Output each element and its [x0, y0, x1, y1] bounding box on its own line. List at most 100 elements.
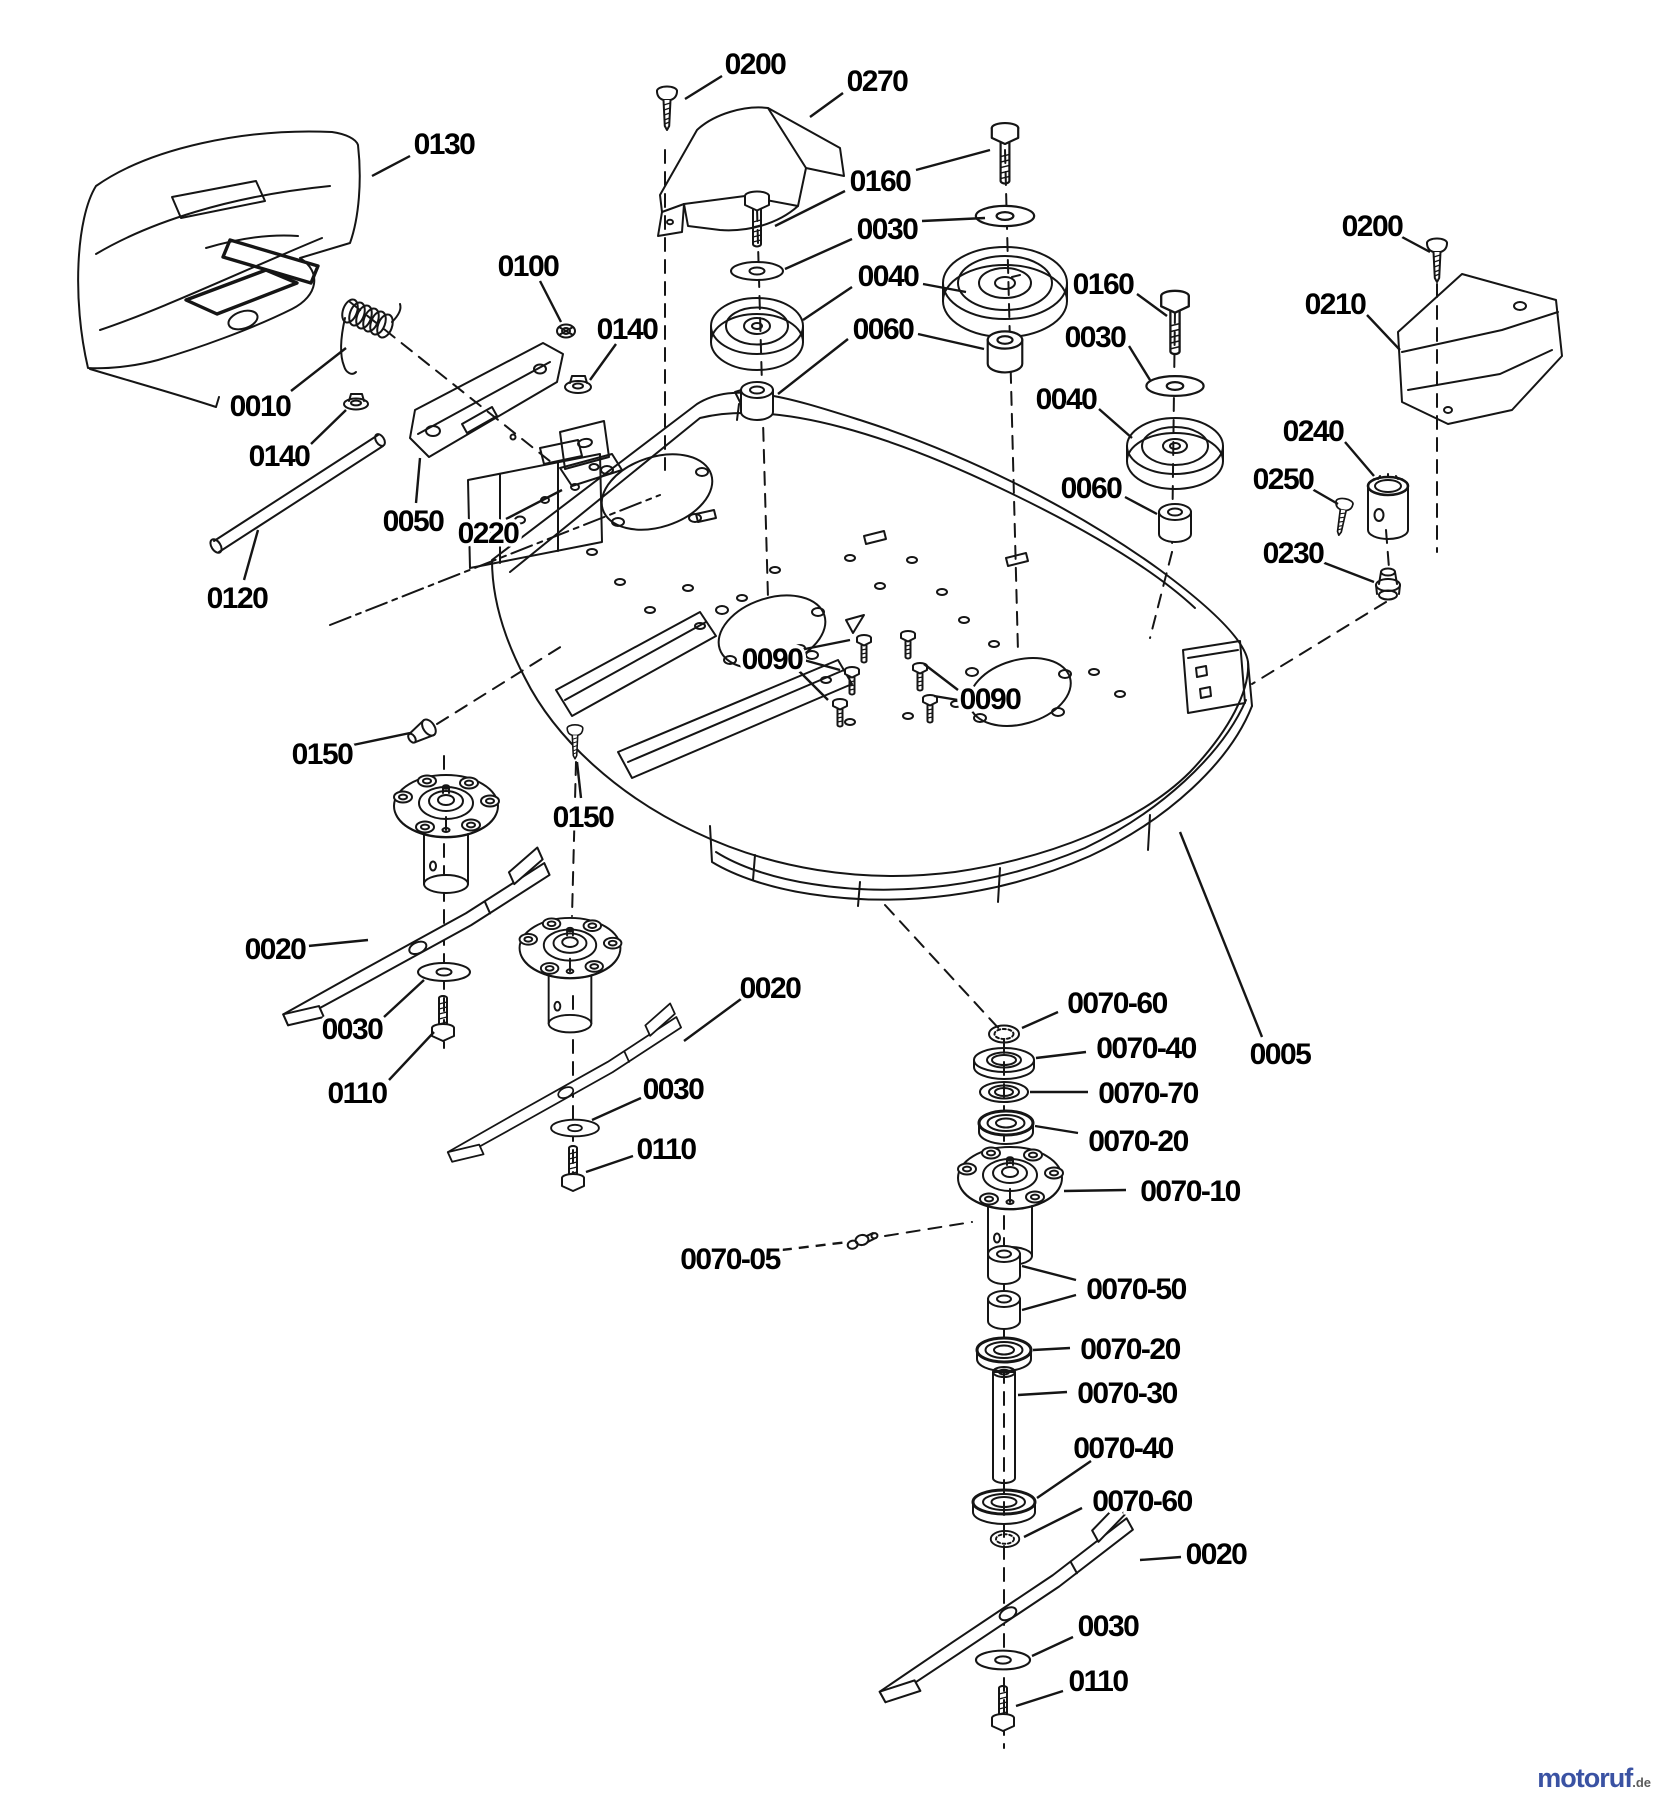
deck-mount-bolts: [832, 614, 938, 728]
idler-pulley-stack-left: [710, 190, 804, 421]
part-number-label: 0240: [1283, 415, 1345, 448]
callout-0110-47: 0110: [1015, 1662, 1133, 1708]
part-number-label: 0030: [1078, 1610, 1140, 1643]
callout-0020-28: 0020: [241, 930, 369, 970]
part-number-label: 0220: [458, 517, 520, 550]
discharge-chute: [77, 130, 361, 408]
coupler-screw: [1329, 496, 1355, 538]
callout-0030-8: 0030: [1061, 318, 1152, 381]
part-number-label: 0100: [498, 250, 560, 283]
part-number-label: 0030: [1065, 321, 1127, 354]
part-number-label: 0070-20: [1080, 1333, 1180, 1366]
callout-0140-18: 0140: [245, 409, 347, 477]
spindle-assembly-left: [393, 774, 500, 894]
part-number-label: 0200: [725, 48, 787, 81]
part-number-label: 0030: [322, 1013, 384, 1046]
callout-0090-26: 0090: [923, 663, 1026, 720]
thrust-washer: [979, 1081, 1029, 1103]
callout-0050-20: 0050: [379, 457, 449, 542]
callout-0130-2: 0130: [371, 125, 480, 178]
part-number-label: 0030: [857, 213, 919, 246]
spline-coupler: [1366, 473, 1410, 540]
part-number-label: 0060: [853, 313, 915, 346]
callout-0100-16: 0100: [494, 247, 564, 323]
idler-bracket: [409, 342, 564, 458]
part-number-label: 0200: [1342, 210, 1404, 243]
part-number-label: 0160: [1073, 268, 1135, 301]
part-number-label: 0150: [292, 738, 354, 771]
bearing-upper: [977, 1109, 1035, 1146]
blade-washer-center: [550, 1118, 600, 1138]
part-number-label: 0120: [207, 582, 269, 615]
callout-0230-15: 0230: [1259, 534, 1375, 584]
part-number-label: 0140: [597, 313, 659, 346]
part-number-label: 0210: [1305, 288, 1367, 321]
part-number-label: 0040: [858, 260, 920, 293]
deck-plug-left: [407, 718, 437, 744]
guard-screw-left: [656, 85, 678, 131]
spindle-cartridge-exploded: [846, 1024, 1064, 1549]
watermark-logo: motoruf.de: [1537, 1763, 1651, 1794]
callout-0090-25: 0090: [738, 638, 851, 701]
callout-0070-20-37: 0070-20: [1034, 1122, 1194, 1162]
callout-0030-32: 0030: [591, 1070, 709, 1122]
flange-nut-left: [343, 393, 369, 411]
part-number-label: 0140: [249, 440, 311, 473]
part-number-label: 0005: [1250, 1038, 1312, 1071]
part-number-label: 0070-40: [1096, 1032, 1196, 1065]
part-number-label: 0040: [1036, 383, 1098, 416]
callout-0070-50-40: 0070-50: [1021, 1264, 1192, 1312]
assembly-centerlines: [329, 149, 1438, 1749]
callout-0120-22: 0120: [203, 529, 273, 619]
callout-0070-05-39: 0070-05: [677, 1240, 849, 1280]
callout-0140-19: 0140: [589, 310, 663, 381]
spacer-lower: [987, 1290, 1021, 1330]
idler-pulley-stack-center: [942, 121, 1068, 374]
part-number-label: 0020: [740, 972, 802, 1005]
callout-0150-23: 0150: [288, 731, 411, 775]
part-number-label: 0050: [383, 505, 445, 538]
part-number-label: 0070-60: [1092, 1485, 1192, 1518]
blade-washer-right: [974, 1649, 1032, 1671]
callout-0030-4: 0030: [784, 210, 986, 271]
blade-bolt-center: [561, 1145, 585, 1192]
part-number-label: 0070-30: [1077, 1377, 1177, 1410]
callout-0060-6: 0060: [777, 310, 985, 395]
part-number-label: 0060: [1061, 472, 1123, 505]
callout-0220-21: 0220: [454, 488, 563, 554]
spindle-shaft: [992, 1366, 1016, 1484]
callout-0070-60-44: 0070-60: [1023, 1482, 1198, 1539]
part-number-label: 0070-40: [1073, 1432, 1173, 1465]
part-number-label: 0270: [847, 65, 909, 98]
callout-0200-11: 0200: [1338, 207, 1431, 254]
part-number-label: 0030: [643, 1073, 705, 1106]
callout-0110-30: 0110: [324, 1031, 435, 1114]
cap-fitting: [1375, 567, 1401, 601]
idler-pulley-right: [1126, 417, 1224, 490]
grease-fitting: [846, 1231, 879, 1250]
flange-nut-right: [564, 375, 592, 394]
deck-small-holes: [586, 465, 1126, 726]
part-number-label: 0110: [1068, 1665, 1128, 1698]
part-number-label: 0020: [1186, 1538, 1248, 1571]
watermark-brand: motoruf: [1537, 1763, 1633, 1793]
blade-bolt-right: [991, 1685, 1015, 1732]
callout-0150-24: 0150: [549, 761, 619, 838]
callout-0030-29: 0030: [318, 979, 425, 1050]
part-number-label: 0230: [1263, 537, 1325, 570]
callout-0070-30-42: 0070-30: [1017, 1374, 1183, 1414]
part-number-label: 0070-60: [1067, 987, 1167, 1020]
callout-0030-46: 0030: [1031, 1607, 1144, 1658]
part-number-label: 0070-20: [1088, 1125, 1188, 1158]
part-number-label: 0070-10: [1140, 1175, 1240, 1208]
part-number-label: 0070-05: [680, 1243, 780, 1276]
callout-0270-1: 0270: [809, 62, 913, 118]
part-number-label: 0150: [553, 801, 615, 834]
part-number-label: 0070-70: [1098, 1077, 1198, 1110]
part-number-label: 0160: [850, 165, 912, 198]
part-number-label: 0250: [1253, 463, 1315, 496]
callout-0070-10-38: 0070-10: [1063, 1172, 1246, 1212]
callout-0005-27: 0005: [1178, 831, 1316, 1075]
